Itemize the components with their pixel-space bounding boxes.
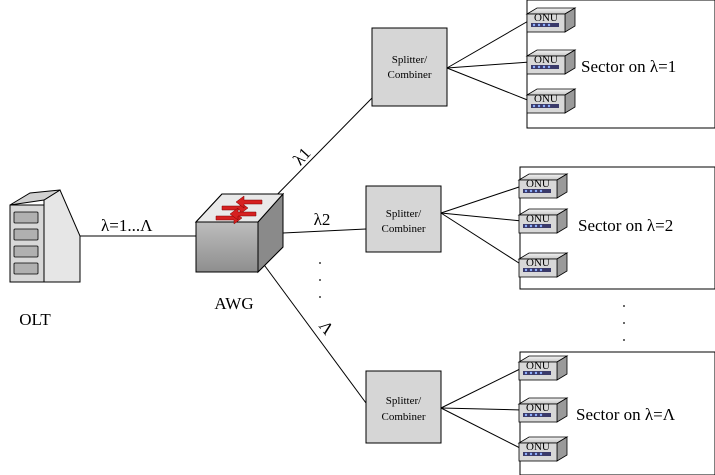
drop-3-1 — [440, 367, 523, 409]
link-awg-splitter-2 — [282, 228, 367, 234]
splitter-box-2 — [365, 185, 442, 253]
onu-label: ONU — [534, 54, 558, 66]
drop-2-3 — [440, 212, 523, 266]
onu-label: ONU — [526, 213, 550, 225]
sector-label-1: Sector on λ=1 — [581, 57, 676, 76]
drop-2-2 — [440, 212, 523, 222]
ellipsis-dots-sectors — [623, 305, 625, 341]
drop-3-2 — [440, 407, 523, 411]
onu-label: ONU — [526, 402, 550, 414]
splitter-box-1 — [371, 27, 448, 107]
onu-label: ONU — [534, 12, 558, 24]
splitter-3-line2: Combiner — [382, 411, 426, 423]
link-awg-splitter-3 — [261, 261, 367, 404]
onu-label: ONU — [534, 93, 558, 105]
branch-label-2: λ2 — [314, 210, 331, 229]
splitter-box-3 — [365, 370, 442, 444]
drop-1-3 — [446, 67, 531, 102]
sector-label-3: Sector on λ=Λ — [576, 405, 676, 424]
onu-label: ONU — [526, 178, 550, 190]
awg-label: AWG — [214, 294, 253, 313]
branch-label-3: Λ — [315, 317, 338, 339]
splitter-2-line1: Splitter/ — [386, 208, 422, 220]
awg-router-icon — [194, 192, 285, 274]
onu-label: ONU — [526, 441, 550, 453]
branch-label-1: λ1 — [289, 144, 314, 169]
onu-label: ONU — [526, 360, 550, 372]
olt-awg-wavelength-label: λ=1...Λ — [101, 216, 153, 235]
olt-label: OLT — [19, 310, 51, 329]
sector-label-2: Sector on λ=2 — [578, 216, 673, 235]
splitter-1-line2: Combiner — [388, 69, 432, 81]
drop-3-3 — [440, 407, 523, 450]
link-awg-splitter-1 — [261, 97, 373, 211]
splitter-3-line1: Splitter/ — [386, 395, 422, 407]
drop-2-1 — [440, 185, 523, 214]
ellipsis-dots-branches — [319, 262, 321, 298]
olt-icon — [9, 189, 81, 283]
drop-1-2 — [446, 61, 531, 69]
onu-label: ONU — [526, 257, 550, 269]
drop-1-1 — [446, 19, 531, 69]
splitter-1-line1: Splitter/ — [392, 54, 428, 66]
splitter-2-line2: Combiner — [382, 223, 426, 235]
